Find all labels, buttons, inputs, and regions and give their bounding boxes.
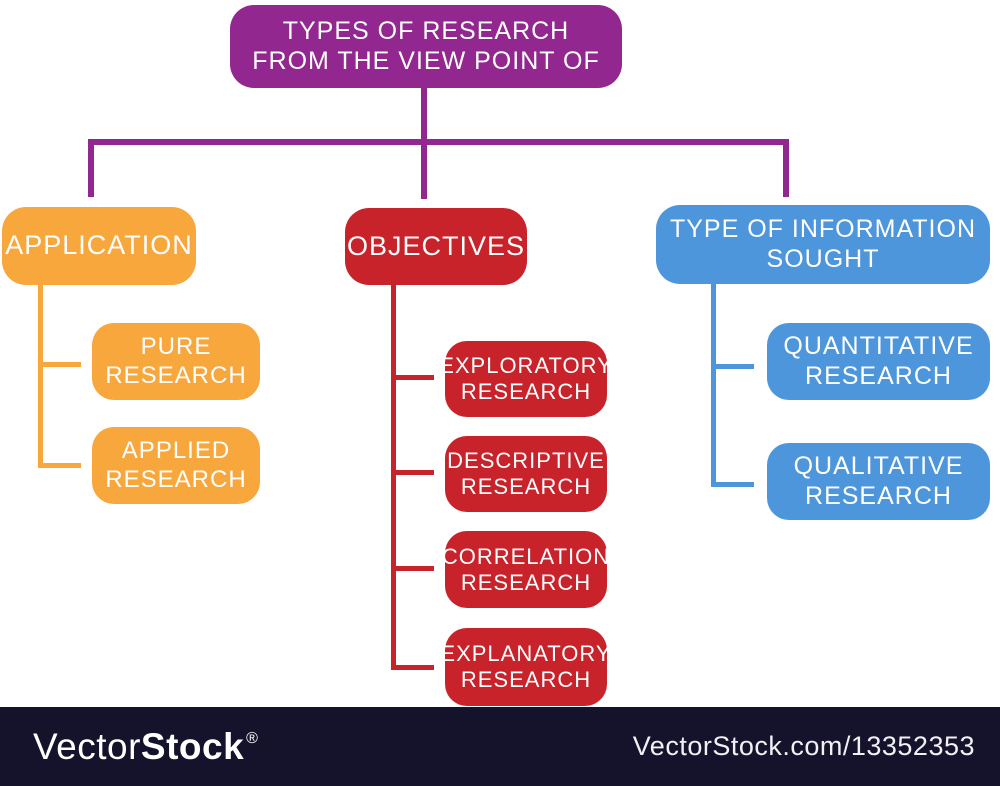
registered-mark-icon: ®	[246, 729, 259, 747]
root-node-label: TYPES OF RESEARCH FROM THE VIEW POINT OF	[252, 17, 600, 75]
logo-vector-text: Vector	[33, 725, 141, 767]
connector-drop-information	[783, 139, 789, 197]
connector-root-stem	[421, 88, 427, 141]
leaf-node-exploratory-research: EXPLORATORY RESEARCH	[439, 341, 612, 417]
branch-objectives-label: OBJECTIVES	[346, 230, 526, 261]
leaf-explanatory-research-label: EXPLANATORY RESEARCH	[440, 641, 612, 692]
connector-stub-qualitative	[711, 482, 754, 487]
connector-objectives-vertical	[391, 285, 396, 670]
leaf-node-explanatory-research: EXPLANATORY RESEARCH	[440, 628, 611, 706]
branch-information-label: TYPE OF INFORMATION SOUGHT	[669, 215, 977, 273]
watermark-url: VectorStock.com/13352353	[632, 731, 975, 761]
connector-stub-descriptive	[391, 470, 434, 475]
leaf-node-descriptive-research: DESCRIPTIVE RESEARCH	[445, 436, 607, 512]
connector-stub-explanatory	[391, 665, 434, 670]
connector-stub-quantitative	[711, 364, 754, 369]
connector-stub-exploratory	[391, 375, 434, 380]
leaf-descriptive-research-label: DESCRIPTIVE RESEARCH	[447, 448, 605, 499]
watermark-bar: VectorStock® VectorStock.com/13352353	[0, 707, 1000, 786]
logo-stock-text: Stock	[140, 725, 245, 767]
branch-node-application: APPLICATION	[2, 207, 196, 285]
leaf-correlation-research-label: CORRELATION RESEARCH	[441, 543, 611, 595]
leaf-node-quantitative-research: QUANTITATIVE RESEARCH	[767, 323, 990, 400]
leaf-node-applied-research: APPLIED RESEARCH	[92, 427, 260, 504]
leaf-exploratory-research-label: EXPLORATORY RESEARCH	[439, 353, 613, 404]
connector-drop-objectives	[421, 139, 427, 199]
leaf-applied-research-label: APPLIED RESEARCH	[105, 437, 247, 493]
leaf-node-qualitative-research: QUALITATIVE RESEARCH	[767, 443, 990, 520]
connector-main-horizontal	[88, 139, 789, 145]
vectorstock-logo: VectorStock®	[33, 726, 258, 768]
connector-stub-applied	[38, 463, 81, 468]
leaf-quantitative-research-label: QUANTITATIVE RESEARCH	[783, 332, 974, 390]
branch-node-objectives: OBJECTIVES	[345, 208, 527, 285]
connector-information-vertical	[711, 284, 716, 487]
leaf-pure-research-label: PURE RESEARCH	[105, 333, 247, 389]
branch-application-label: APPLICATION	[5, 230, 193, 261]
leaf-qualitative-research-label: QUALITATIVE RESEARCH	[793, 452, 964, 510]
connector-drop-application	[88, 139, 94, 197]
branch-node-information-sought: TYPE OF INFORMATION SOUGHT	[656, 205, 990, 284]
leaf-node-correlation-research: CORRELATION RESEARCH	[441, 531, 611, 608]
connector-stub-correlation	[391, 566, 434, 571]
root-node-types-of-research: TYPES OF RESEARCH FROM THE VIEW POINT OF	[230, 5, 622, 88]
connector-application-vertical	[38, 285, 43, 468]
leaf-node-pure-research: PURE RESEARCH	[92, 323, 260, 400]
connector-stub-pure	[38, 362, 81, 367]
